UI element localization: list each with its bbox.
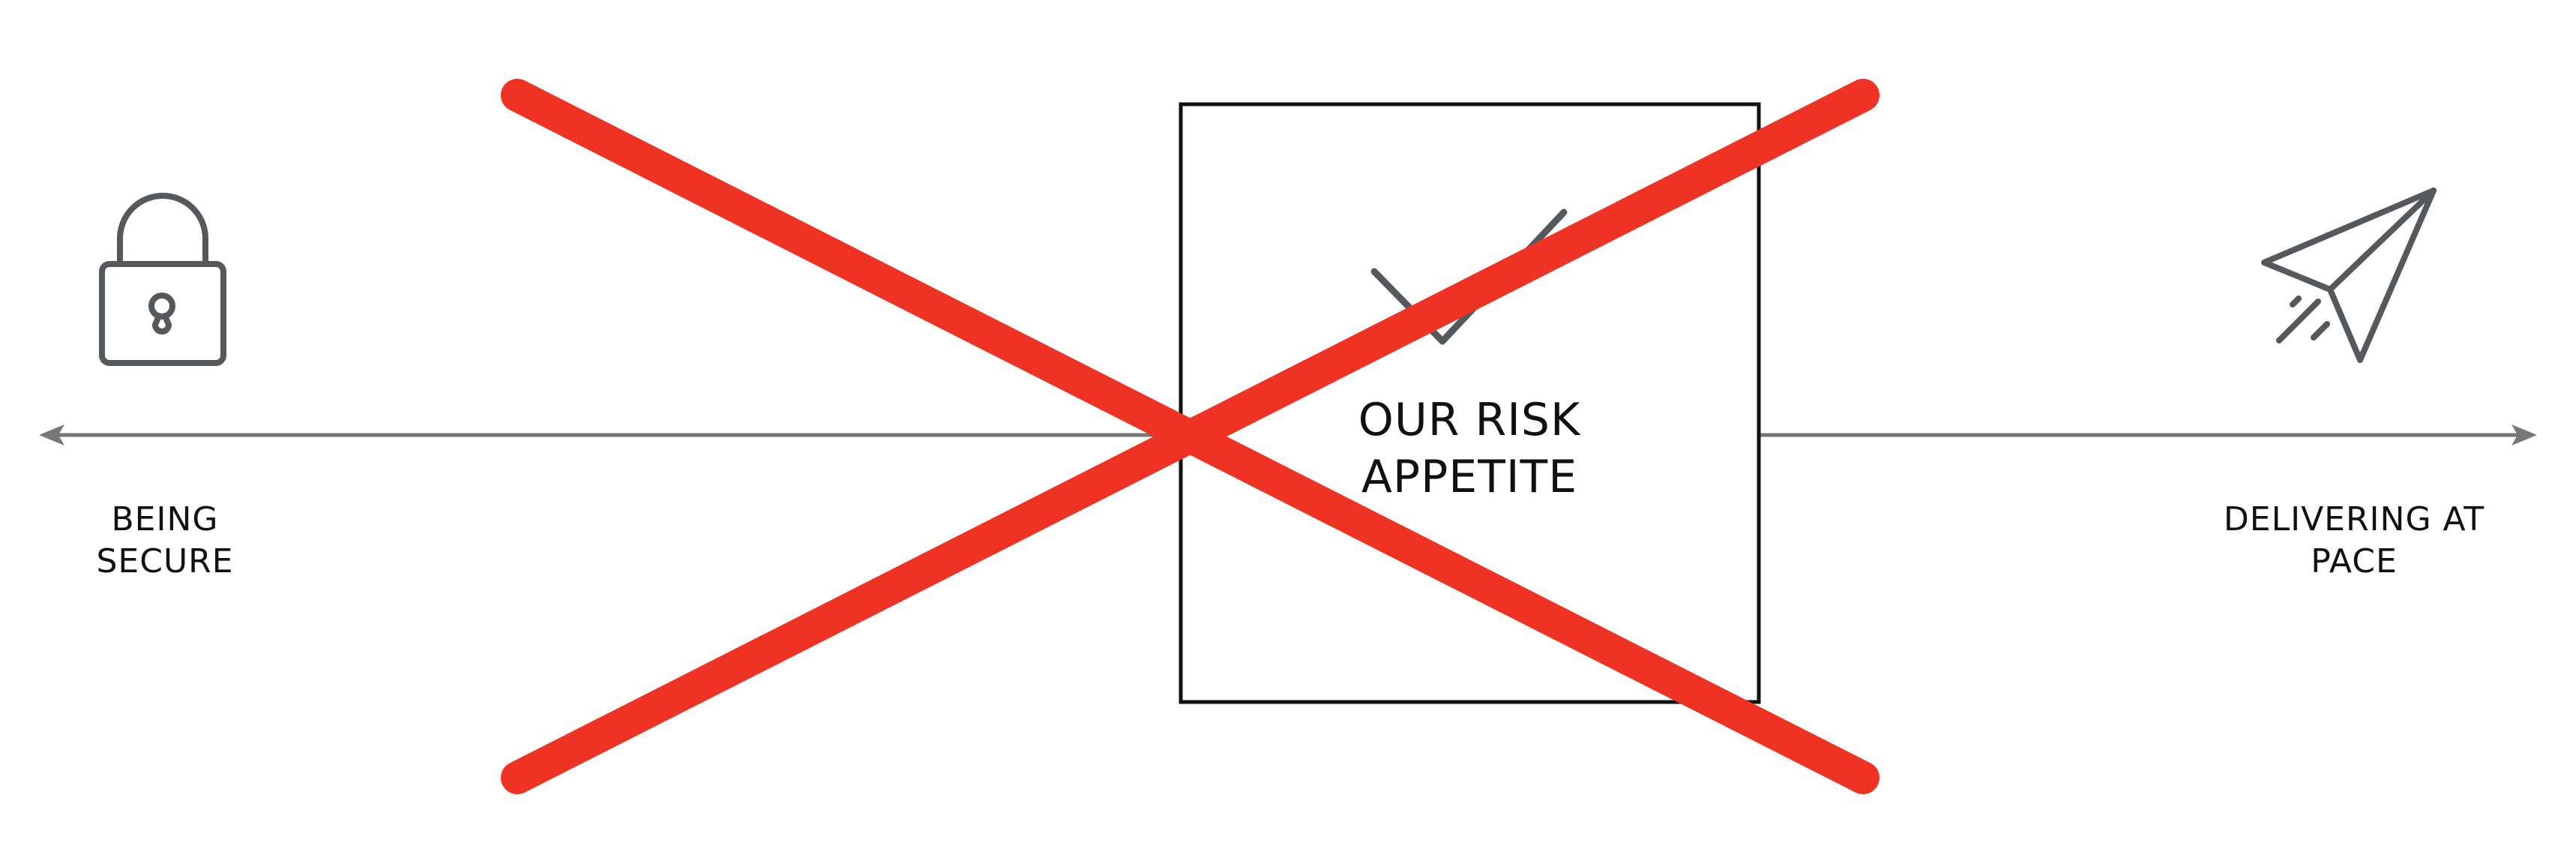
lock-icon — [99, 193, 226, 366]
axis-arrowhead-left — [39, 424, 64, 446]
being-secure-line-2: SECURE — [96, 542, 234, 580]
paper-plane-icon — [2261, 188, 2437, 363]
being-secure-line-1: BEING — [111, 500, 219, 538]
axis-arrowhead-right — [2512, 424, 2537, 446]
delivering-at-pace-label: DELIVERING AT PACE — [2174, 499, 2534, 583]
being-secure-label: BEING SECURE — [45, 499, 285, 583]
risk-appetite-line-1: OUR RISK — [1358, 394, 1581, 446]
risk-appetite-label: OUR RISK APPETITE — [1319, 392, 1619, 506]
risk-appetite-line-2: APPETITE — [1361, 451, 1578, 503]
spectrum-axis — [39, 424, 2537, 446]
cross-stroke-2 — [501, 79, 1880, 794]
delivering-at-pace-line-2: PACE — [2311, 542, 2398, 580]
delivering-at-pace-line-1: DELIVERING AT — [2223, 500, 2485, 538]
cross-out-icon — [501, 79, 1880, 794]
